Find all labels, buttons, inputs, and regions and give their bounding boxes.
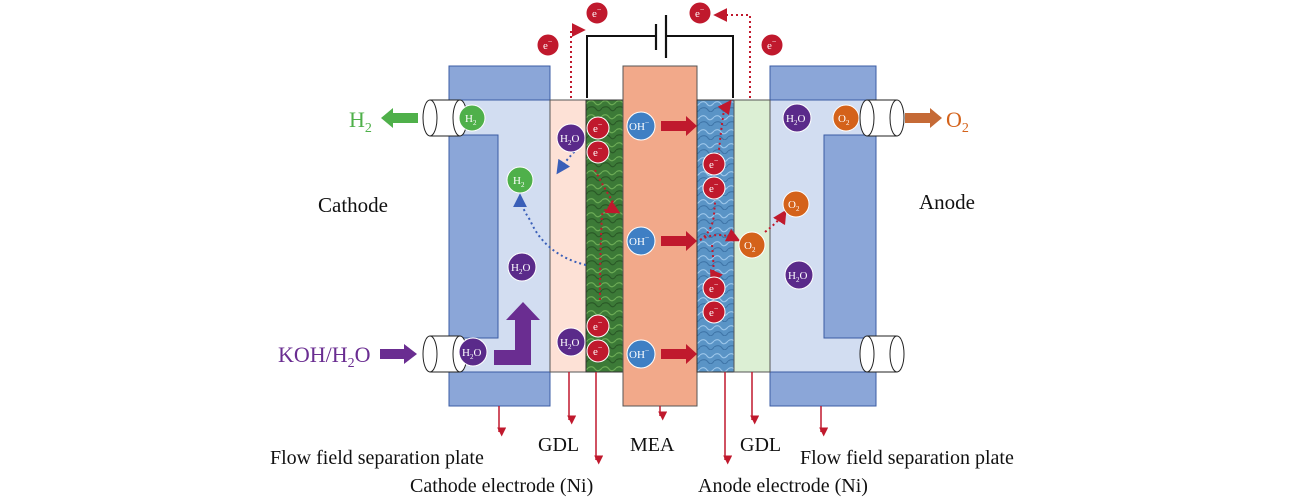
anode-label: Anode <box>919 190 975 214</box>
electron-particle: e− <box>586 116 610 140</box>
electron-particle: e− <box>760 33 784 57</box>
oxygen-particle: O2 <box>832 104 860 132</box>
red-path-cathode-to-mea <box>599 200 621 301</box>
water-particle: H2O <box>507 252 537 282</box>
svg-text:H2O: H2O <box>462 347 481 361</box>
svg-text:e−: e− <box>709 280 719 295</box>
red-path-o2 <box>699 228 741 242</box>
ohm-arrow-2 <box>661 231 697 251</box>
mea-label: MEA <box>630 434 675 456</box>
electron-particle: e− <box>702 152 726 176</box>
electron-particle: e− <box>536 33 560 57</box>
electron-particle: e− <box>688 1 712 25</box>
oxygen-particle: O2 <box>738 231 766 259</box>
cathode-label: Cathode <box>318 193 388 217</box>
svg-text:e−: e− <box>767 37 777 52</box>
svg-text:e−: e− <box>593 144 603 159</box>
cathode-electrode-label: Cathode electrode (Ni) <box>410 475 593 497</box>
ohm-arrow-3 <box>661 344 697 364</box>
svg-text:O2: O2 <box>788 199 800 213</box>
svg-text:O2: O2 <box>838 113 850 127</box>
hydroxide-particle: OH− <box>626 339 656 369</box>
water-particle: H2O <box>556 327 586 357</box>
svg-text:H2O: H2O <box>786 113 805 127</box>
electron-particle: e− <box>586 314 610 338</box>
koh-in-arrow <box>380 344 417 364</box>
electron-particle: e− <box>586 140 610 164</box>
ohm-arrow-1 <box>661 116 697 136</box>
oxygen-particle: O2 <box>782 190 810 218</box>
gdl-left-label: GDL <box>538 434 579 456</box>
water-particle: H2O <box>458 337 488 367</box>
svg-text:e−: e− <box>709 180 719 195</box>
water-particle: H2O <box>556 123 586 153</box>
flow-plate-right-label: Flow field separation plate <box>800 447 1014 469</box>
svg-text:OH−: OH− <box>629 233 650 248</box>
hydroxide-particle: OH− <box>626 111 656 141</box>
hydrogen-particle: H2 <box>506 166 534 194</box>
svg-text:H2O: H2O <box>560 337 579 351</box>
h2-output-label: H2 <box>349 107 372 136</box>
koh-input-label: KOH/H2O <box>278 342 371 371</box>
svg-text:e−: e− <box>593 343 603 358</box>
svg-text:H2: H2 <box>465 113 477 127</box>
o2-outlet-pipe <box>859 99 905 137</box>
flow-plate-left-label: Flow field separation plate <box>270 447 484 469</box>
red-path-o2-out <box>764 209 787 233</box>
svg-text:e−: e− <box>593 318 603 333</box>
o2-out-arrow <box>905 108 942 128</box>
electron-particle: e− <box>702 276 726 300</box>
h2-out-arrow <box>381 108 418 128</box>
electron-particle: e− <box>702 300 726 324</box>
water-flow-arrow <box>494 302 540 365</box>
electron-particle: e− <box>702 176 726 200</box>
o2-output-label: O2 <box>946 107 969 136</box>
svg-text:OH−: OH− <box>629 346 650 361</box>
blue-path-h2-b <box>513 193 587 266</box>
svg-text:H2O: H2O <box>511 262 530 276</box>
svg-text:e−: e− <box>709 156 719 171</box>
svg-text:OH−: OH− <box>629 118 650 133</box>
svg-text:H2O: H2O <box>560 133 579 147</box>
hydroxide-particle: OH− <box>626 226 656 256</box>
gdl-right-label: GDL <box>740 434 781 456</box>
electron-particle: e− <box>586 339 610 363</box>
svg-text:H2O: H2O <box>788 270 807 284</box>
svg-text:e−: e− <box>592 5 602 20</box>
electron-path-left <box>570 23 586 98</box>
electron-path-right <box>713 8 751 98</box>
svg-text:e−: e− <box>593 120 603 135</box>
svg-text:e−: e− <box>695 5 705 20</box>
hydrogen-particle: H2 <box>458 104 486 132</box>
anode-electrode-label: Anode electrode (Ni) <box>698 475 868 497</box>
water-particle: H2O <box>784 260 814 290</box>
anode-inlet-pipe <box>859 335 905 373</box>
svg-text:e−: e− <box>709 304 719 319</box>
blue-path-h2-a <box>556 147 579 175</box>
water-particle: H2O <box>782 103 812 133</box>
red-path-cathode-up <box>594 169 616 206</box>
external-circuit <box>586 15 734 98</box>
electron-particle: e− <box>585 1 609 25</box>
svg-text:H2: H2 <box>513 175 525 189</box>
svg-text:e−: e− <box>543 37 553 52</box>
svg-text:O2: O2 <box>744 240 756 254</box>
